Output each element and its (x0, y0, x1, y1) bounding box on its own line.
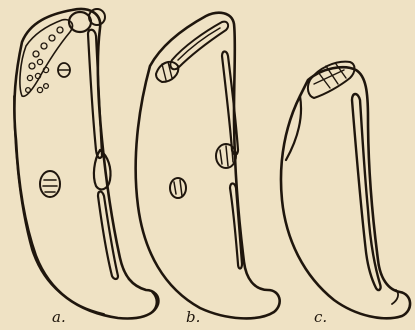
panel-b-label: b. (186, 308, 200, 326)
panel-a-label: a. (52, 308, 66, 326)
panel-c-label: c. (314, 308, 327, 326)
